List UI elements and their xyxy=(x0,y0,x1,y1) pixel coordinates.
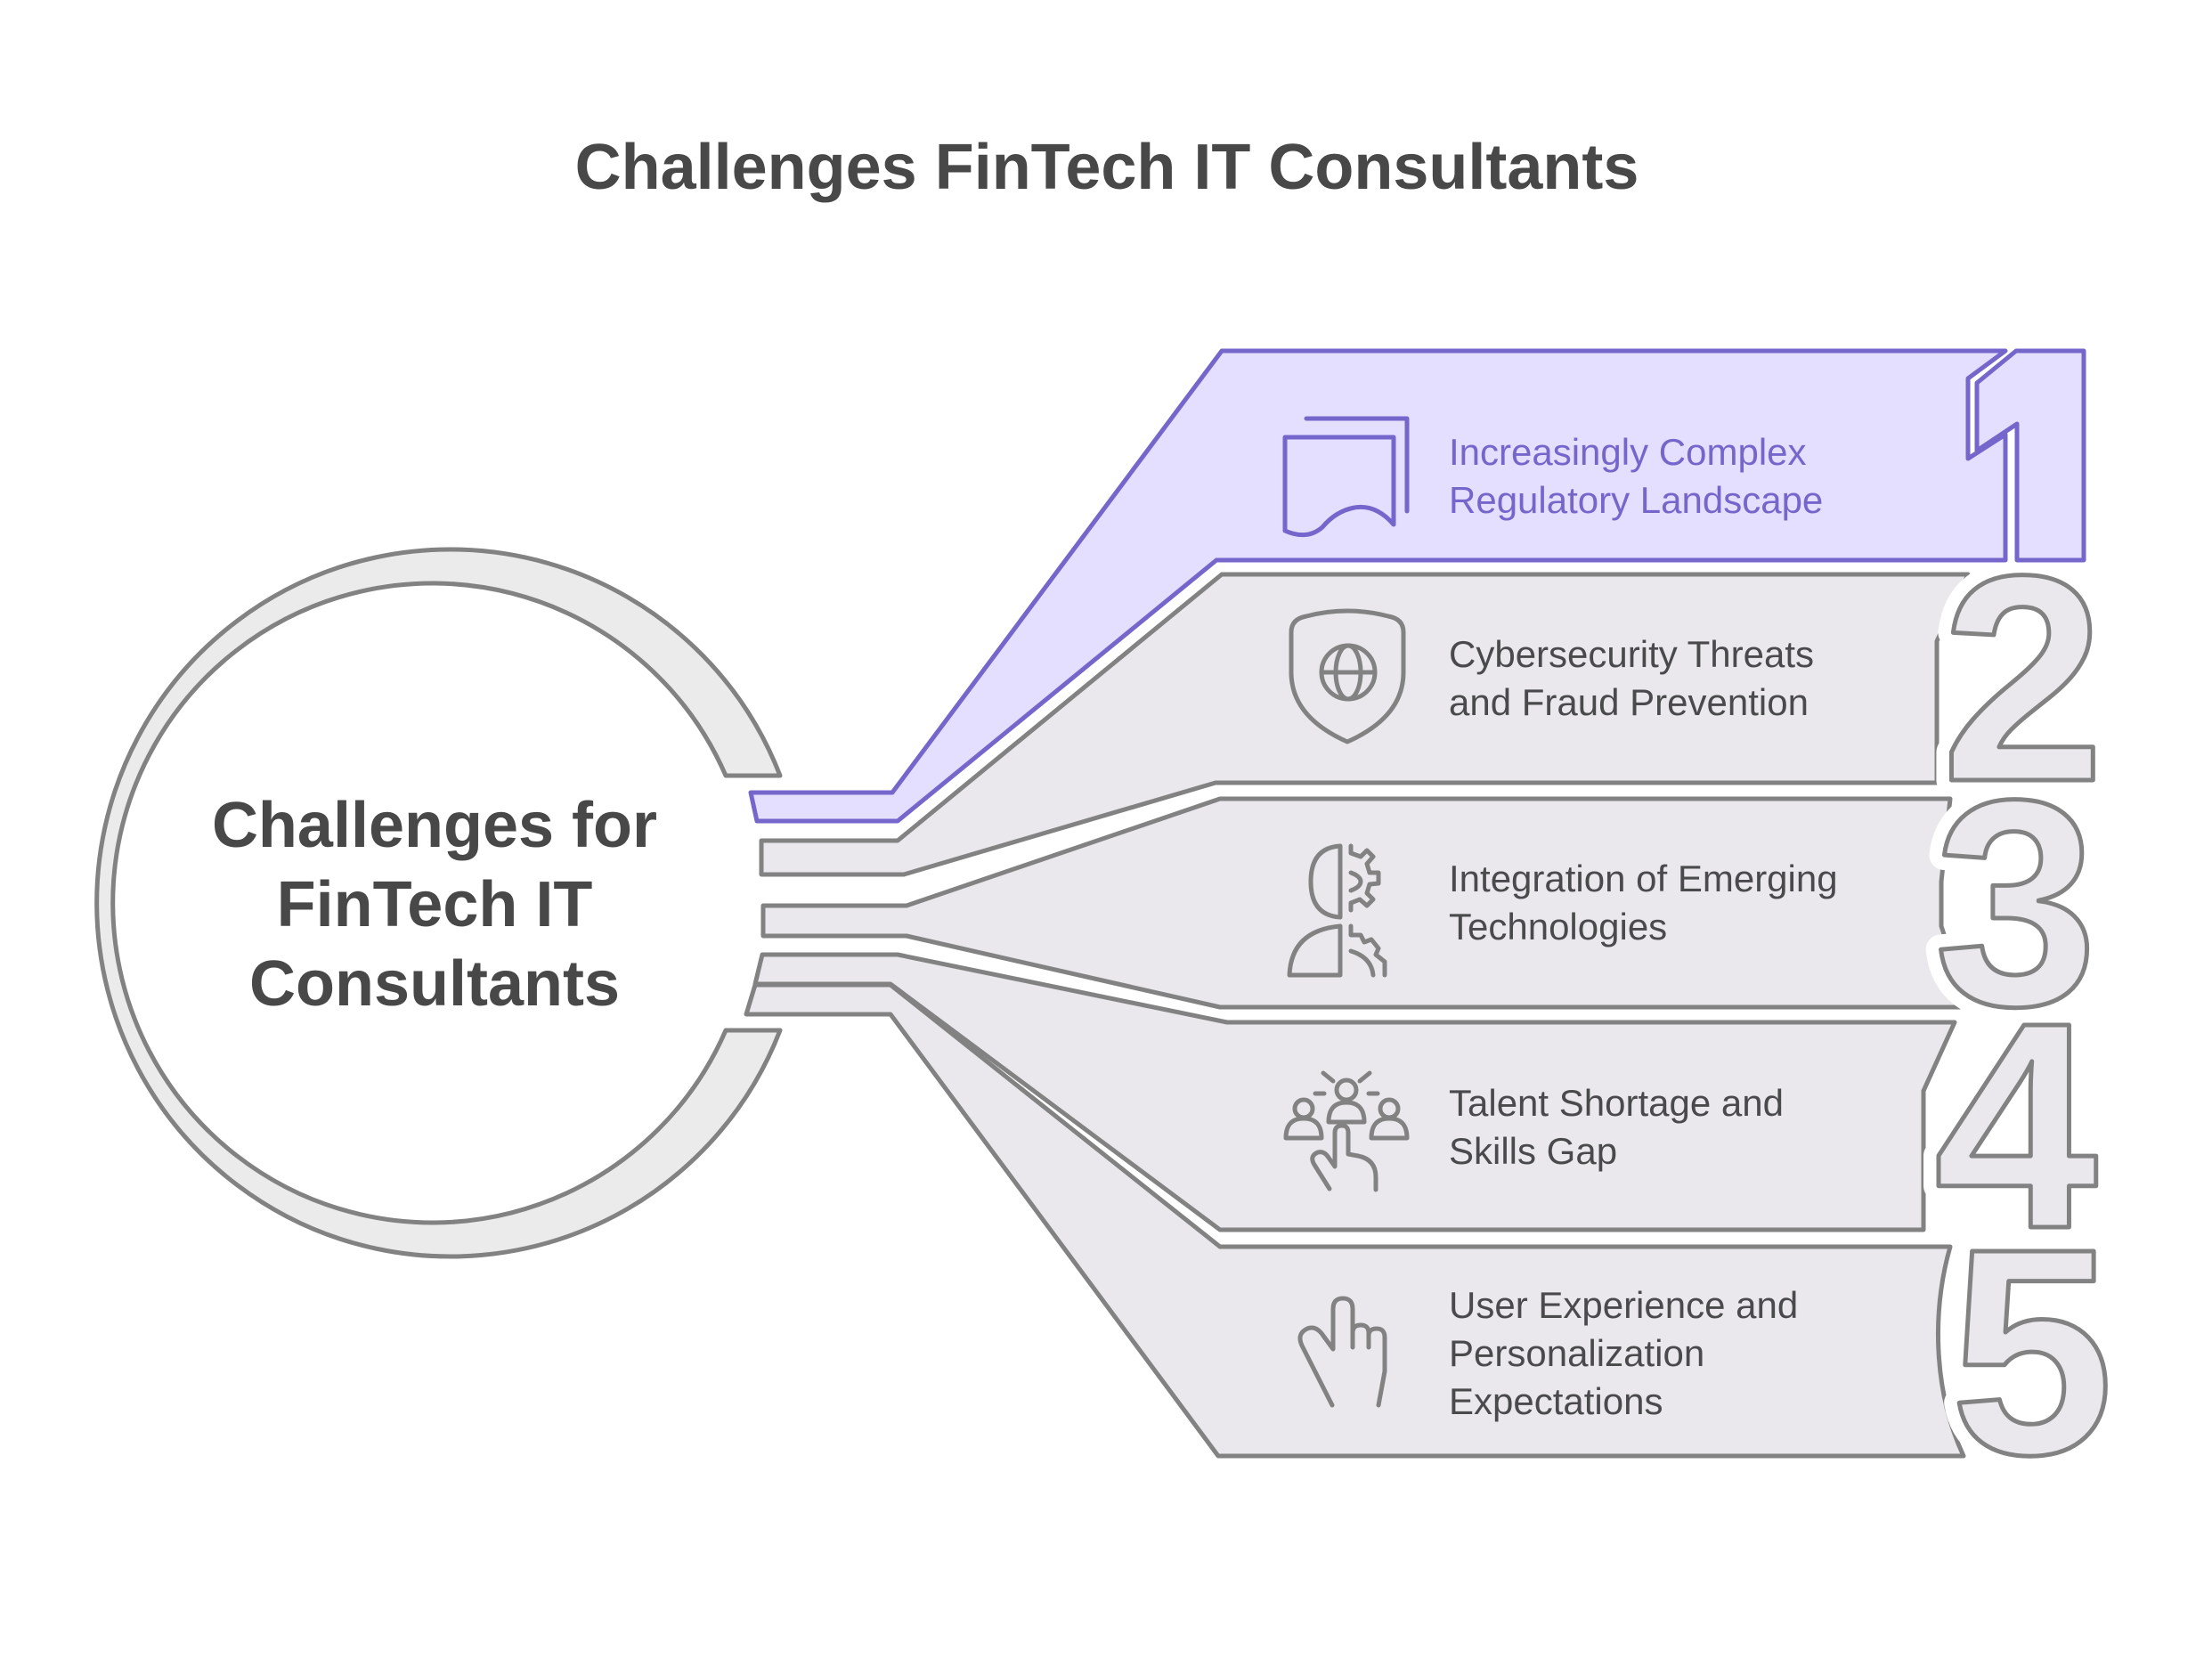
item-4-label-line-2: Skills Gap xyxy=(1449,1130,1617,1172)
item-2-label-line-1: Cybersecurity Threats xyxy=(1449,633,1814,675)
page-title: Challenges FinTech IT Consultants xyxy=(575,132,1639,203)
center-title-line-3: Consultants xyxy=(249,948,620,1020)
item-3-number: 3 xyxy=(1934,738,2098,1067)
team-select-icon xyxy=(1283,1070,1410,1192)
shield-globe-icon xyxy=(1289,608,1406,744)
item-1[interactable]: 1 Increasingly Complex Regulatory Landsc… xyxy=(748,348,2086,824)
item-4[interactable]: 4 4 Talent Shortage and Skills Gap xyxy=(752,946,2115,1305)
center-circle: Challenges for FinTech IT Consultants xyxy=(94,547,783,1259)
center-title-line-1: Challenges for xyxy=(212,790,657,861)
item-5-number: 5 xyxy=(1950,1187,2114,1516)
head-gear-icon xyxy=(1287,843,1387,978)
item-3-label-line-2: Technologies xyxy=(1449,906,1667,947)
item-3-label-line-1: Integration of Emerging xyxy=(1449,858,1838,899)
item-5-label-line-1: User Experience and xyxy=(1449,1284,1798,1326)
item-3[interactable]: 3 3 Integration of Emerging Technologies xyxy=(760,723,2113,1082)
item-2[interactable]: 2 2 Cybersecurity Threats and Fraud Prev… xyxy=(759,499,2120,877)
center-title-line-2: FinTech IT xyxy=(277,869,593,940)
item-1-number xyxy=(1974,348,2086,563)
svg-text:3: 3 xyxy=(1934,738,2098,1067)
svg-text:5: 5 xyxy=(1950,1187,2114,1516)
pointing-hand-icon xyxy=(1297,1296,1387,1408)
item-4-label-line-1: Talent Shortage and xyxy=(1449,1082,1784,1124)
item-5-label-line-3: Expectations xyxy=(1449,1380,1663,1422)
item-1-label-line-2: Regulatory Landscape xyxy=(1449,479,1823,521)
item-2-number: 2 xyxy=(1941,514,2105,842)
item-2-label-line-2: and Fraud Prevention xyxy=(1449,681,1809,723)
item-5[interactable]: 5 5 User Experience and Personalization … xyxy=(744,982,2129,1531)
svg-text:2: 2 xyxy=(1941,514,2105,842)
item-4-number: 4 xyxy=(1934,961,2100,1289)
item-5-label-line-2: Personalization xyxy=(1449,1332,1704,1374)
item-1-label-line-1: Increasingly Complex xyxy=(1449,431,1807,473)
document-stack-icon xyxy=(1282,416,1410,538)
svg-text:4: 4 xyxy=(1934,961,2100,1289)
